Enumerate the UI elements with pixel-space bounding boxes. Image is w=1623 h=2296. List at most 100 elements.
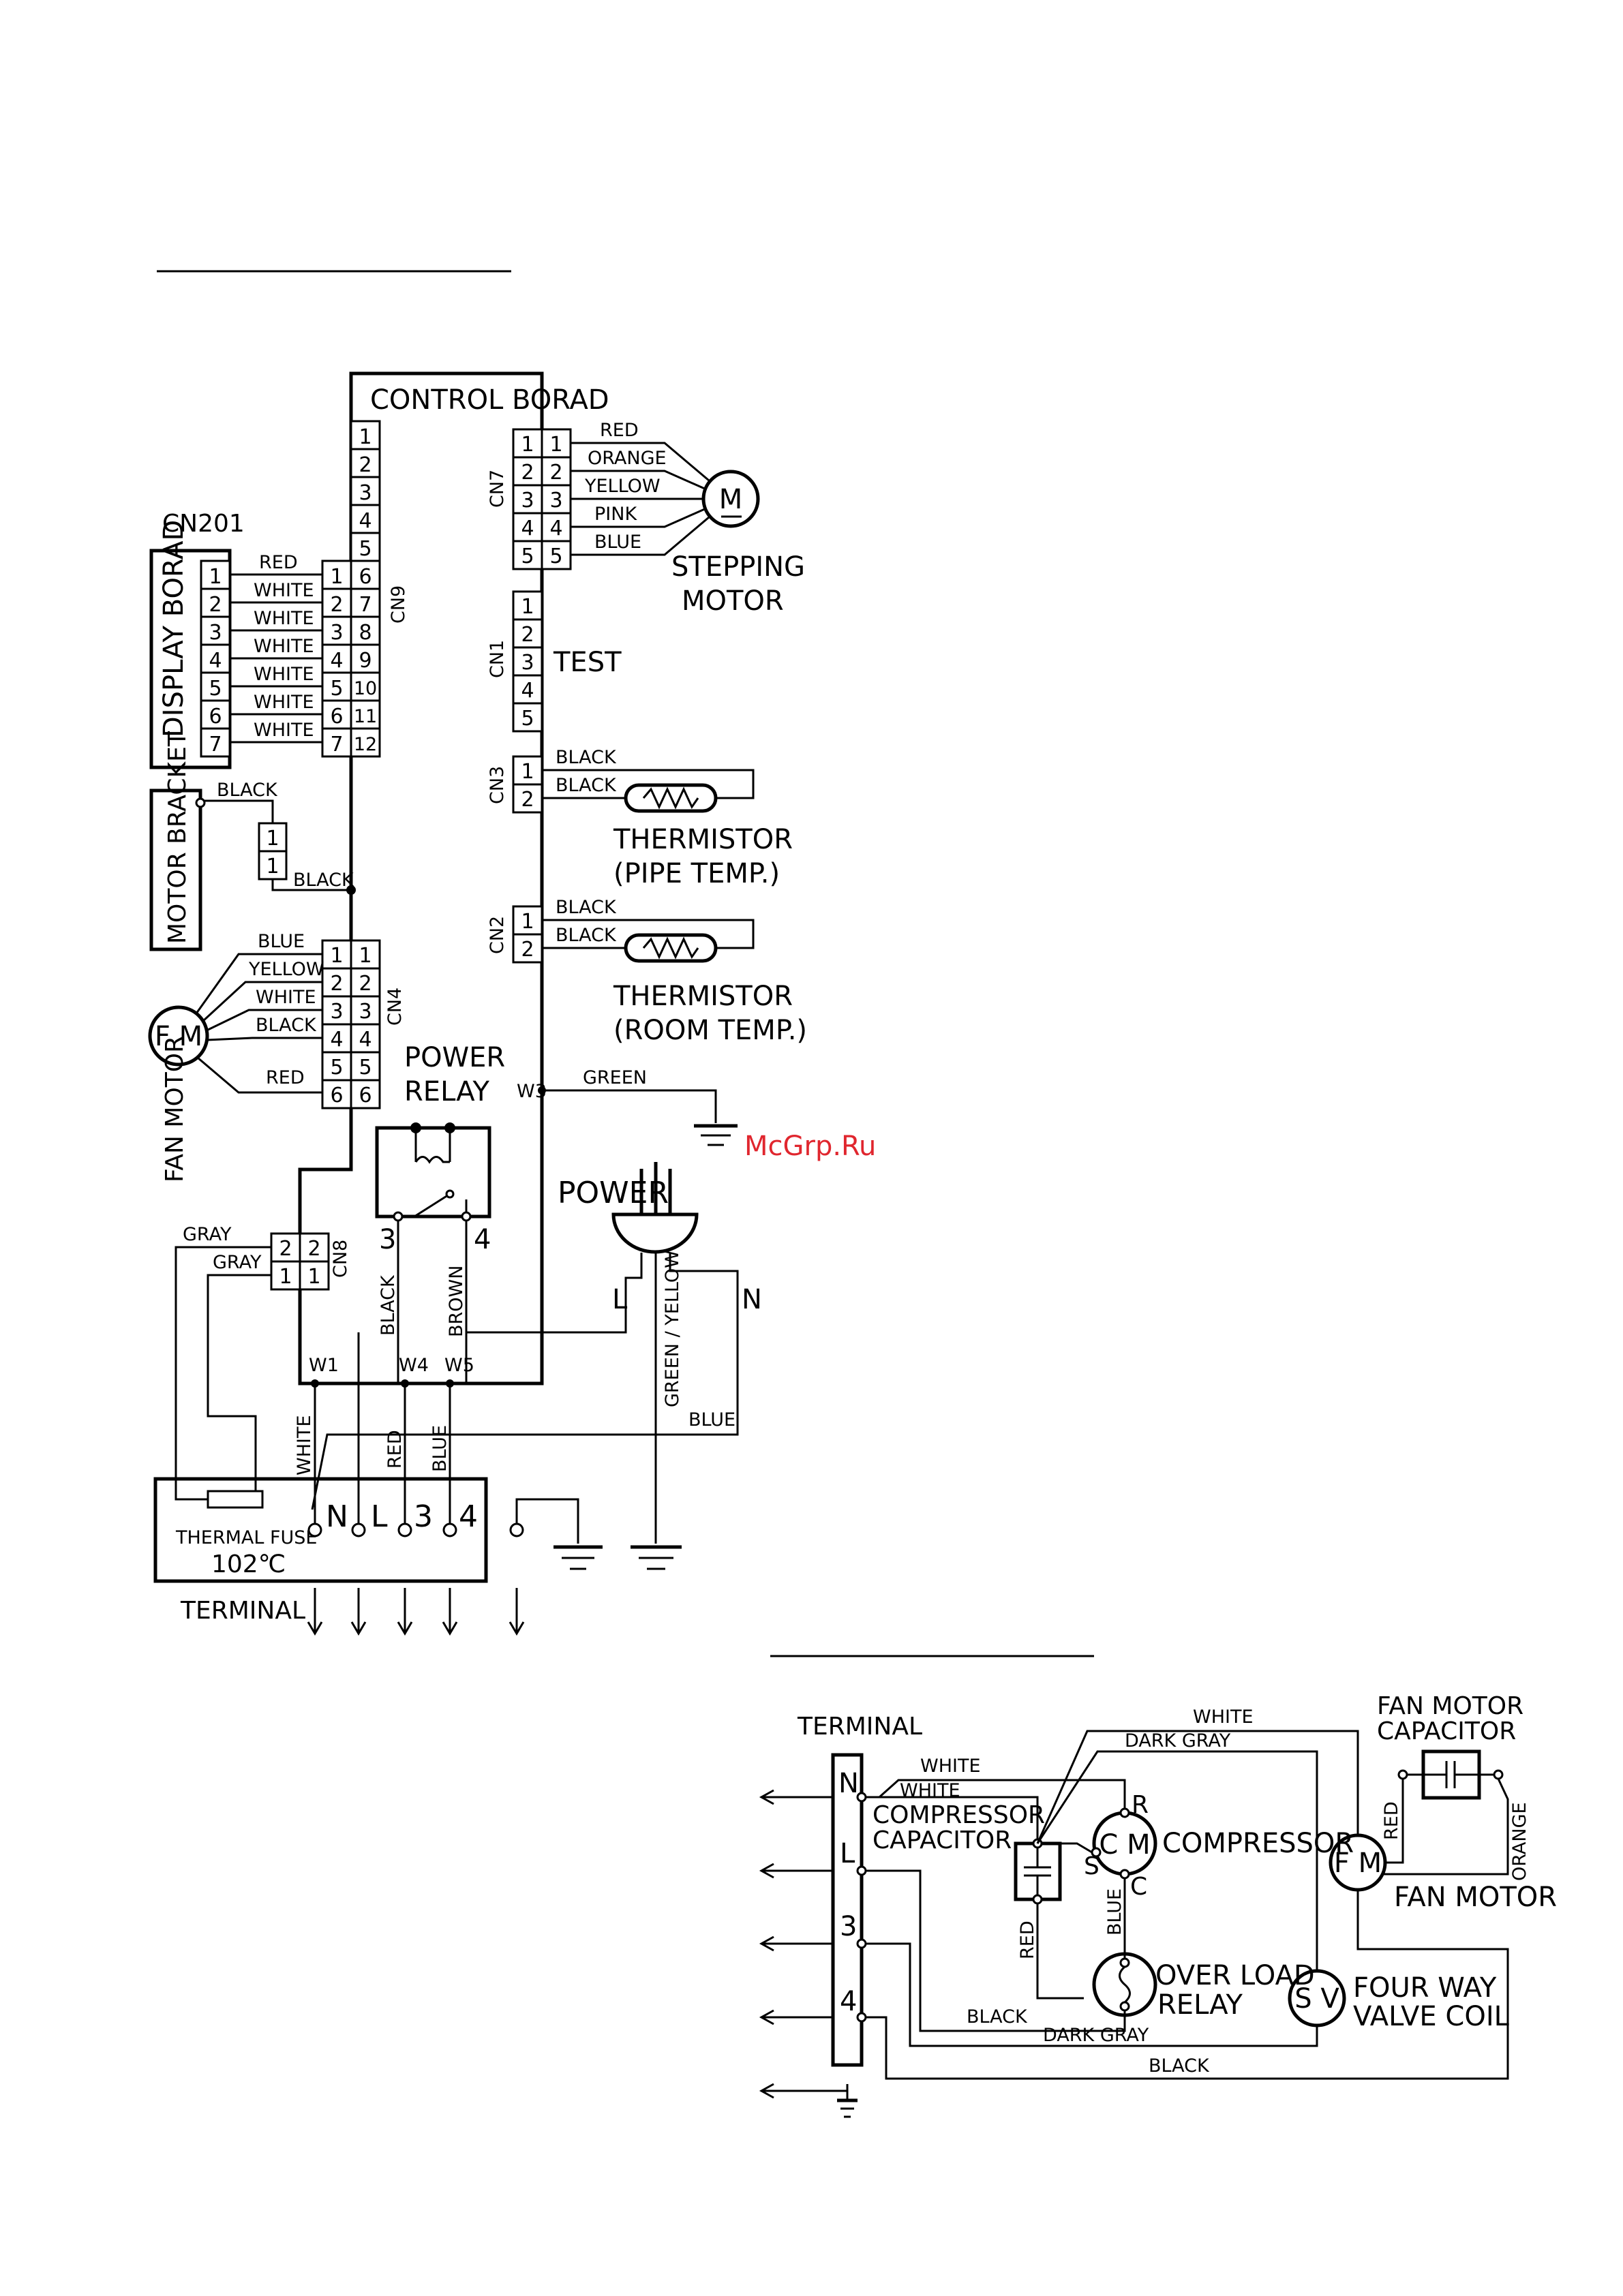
cn1-label: CN1 [487, 640, 508, 678]
cn7-pin: 4 [521, 517, 534, 540]
wire-label: WHITE [254, 664, 314, 685]
wire-label: WHITE [1193, 1706, 1254, 1728]
cn201-pin: 7 [209, 733, 222, 756]
four-way-valve: S V FOUR WAY VALVE COIL [1288, 1969, 1510, 2032]
wire-label: YELLOW [584, 476, 661, 497]
wire-label: BLACK [378, 1274, 399, 1336]
stepping-motor-label-1: STEPPING [671, 551, 805, 583]
plug-pin: 2 [330, 593, 343, 617]
fuse-temp-label: 102℃ [211, 1550, 286, 1578]
wire-label: WHITE [900, 1780, 960, 1801]
wire-label: BLUE [594, 532, 641, 553]
motor-bracket: MOTOR BRACKET BLACK 1 1 BLACK [149, 731, 356, 951]
cn9-pin: 1 [359, 425, 371, 449]
thermal-fuse-label: THERMAL FUSE [175, 1527, 318, 1548]
cn201-label: CN201 [162, 510, 245, 538]
wire-label: WHITE [254, 580, 314, 601]
wire-label: BLACK [967, 2006, 1028, 2027]
cn3-label: CN3 [487, 766, 508, 804]
room-thermistor-group: 1 2 BLACK BLACK THERMISTOR (ROOM TEMP.) [512, 897, 807, 1046]
terminal-3: 3 [414, 1499, 433, 1534]
pin-r: R [1132, 1791, 1149, 1819]
cn201-pin: 2 [209, 593, 222, 617]
w5-label: W5 [444, 1355, 474, 1376]
wire-label: RED [384, 1430, 406, 1469]
power-plug: POWER L N GREEN / YELLOW BLUE [311, 1162, 762, 1570]
wire-label: BLACK [556, 925, 617, 946]
junction-dot [346, 885, 356, 895]
cn9-connector: 1 2 3 4 5 6 7 8 9 10 11 12 [350, 420, 381, 758]
cn8-plug-pin: 2 [279, 1237, 292, 1261]
display-board: CN201 DISPLAY BORAD 1 2 3 4 5 6 7 1 2 3 … [149, 510, 352, 769]
thermistor-icon [624, 783, 718, 813]
cn8-pin: 1 [307, 1265, 320, 1289]
compressor-capacitor-label-1: COMPRESSOR [873, 1801, 1045, 1829]
cn201-pin: 4 [209, 649, 222, 673]
outdoor-terminal-label: TERMINAL [797, 1713, 922, 1741]
wire-label: BLACK [293, 870, 354, 891]
stepping-motor-symbol: M [719, 484, 743, 515]
wire-label: DARK GRAY [1043, 2025, 1149, 2046]
outdoor-terminal-4: 4 [840, 1986, 857, 2017]
overload-relay: OVER LOAD RELAY [1092, 1952, 1315, 2021]
compressor-capacitor: COMPRESSOR CAPACITOR [873, 1801, 1062, 1905]
cn201-pin: 1 [209, 565, 222, 589]
wire-label: RED [1017, 1920, 1038, 1959]
w4-label: W4 [399, 1355, 429, 1376]
cn1-pin: 5 [521, 707, 534, 731]
wire-label: GRAY [183, 1224, 232, 1245]
outdoor-terminal-block: TERMINAL N L 3 4 [759, 1713, 922, 2118]
wire-label: GREEN / YELLOW [662, 1250, 683, 1407]
wire-label: WHITE [254, 608, 314, 629]
cn4-plug-pin: 4 [330, 1028, 343, 1052]
plug-pin: 7 [330, 733, 343, 756]
thermal-fuse-icon [207, 1490, 264, 1509]
thermistor-pipe-label-2: (PIPE TEMP.) [613, 858, 780, 889]
cn7-pin: 2 [521, 461, 534, 485]
plug-icon [611, 1212, 699, 1254]
cn9-pin: 11 [354, 706, 377, 727]
cn1-pin: 3 [521, 651, 534, 675]
outdoor-fan-motor-label: FAN MOTOR [1394, 1882, 1557, 1913]
watermark: McGrp.Ru [744, 1131, 876, 1162]
cn7-pin: 1 [521, 433, 534, 457]
wire-label: WHITE [254, 720, 314, 741]
cn1-pin: 1 [521, 595, 534, 619]
pipe-thermistor-group: 1 2 BLACK BLACK THERMISTOR (PIPE TEMP.) [512, 747, 793, 889]
wire-label: GREEN [583, 1067, 647, 1088]
cn9-pin: 10 [354, 678, 377, 699]
cn9-pin: 5 [359, 537, 371, 561]
wire-label: BLACK [217, 780, 278, 801]
cn4-pin: 5 [359, 1056, 371, 1080]
cn4-plug-pin: 1 [330, 944, 343, 968]
cn201-pin: 5 [209, 677, 222, 701]
plug-pin: 1 [330, 565, 343, 589]
bracket-pin: 1 [266, 855, 279, 878]
wire-label: BLUE [1104, 1888, 1125, 1935]
relay-pin-3: 3 [379, 1224, 396, 1255]
cn4-pin: 2 [359, 972, 371, 996]
cn7-plug-pin: 1 [549, 433, 562, 457]
cn7-plug-pin: 2 [549, 461, 562, 485]
compressor-label: COMPRESSOR [1162, 1828, 1354, 1859]
cn201-pin: 6 [209, 705, 222, 729]
cn9-label: CN9 [388, 585, 409, 624]
wire-label: WHITE [254, 636, 314, 657]
display-board-label: DISPLAY BORAD [158, 520, 189, 737]
wire-label: BLUE [688, 1409, 735, 1430]
outdoor-fan-motor: F M FAN MOTOR FAN MOTOR CAPACITOR RED OR… [1329, 1692, 1557, 1913]
cn9-pin: 12 [354, 734, 377, 755]
outdoor-terminal-3: 3 [840, 1911, 857, 1942]
cn4-plug-pin: 5 [330, 1056, 343, 1080]
cn7-plug-pin: 4 [549, 517, 562, 540]
w1-label: W1 [309, 1355, 339, 1376]
wire-label: RED [600, 420, 639, 441]
wire-label: BROWN [446, 1266, 467, 1337]
compressor: C M R S C COMPRESSOR [1084, 1791, 1354, 1901]
power-relay-label-2: RELAY [404, 1076, 490, 1107]
cm-symbol: C M [1099, 1829, 1150, 1861]
cn8-connector: 2 1 2 1 GRAY GRAY [175, 1224, 330, 1501]
plug-pin: 3 [330, 621, 343, 645]
cn4-pin: 6 [359, 1084, 371, 1107]
